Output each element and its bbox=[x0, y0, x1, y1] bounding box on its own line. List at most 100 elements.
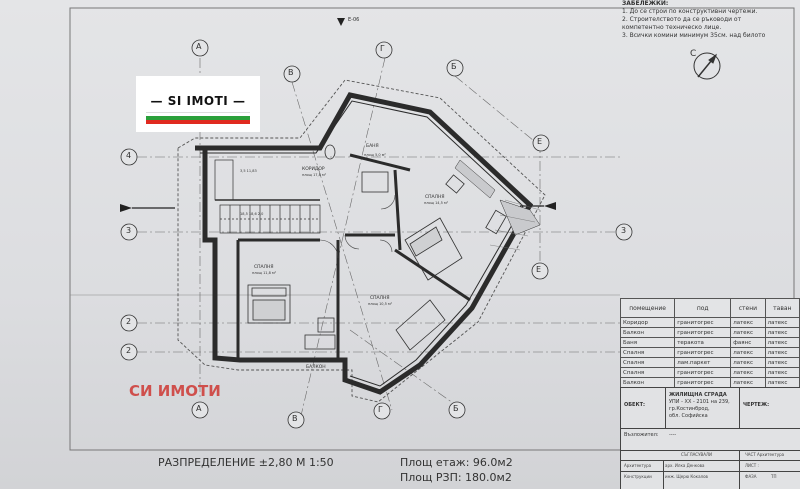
designer-value: инж. Щерю Кокалов bbox=[665, 474, 708, 479]
axis-v bbox=[291, 81, 393, 411]
title-block-rule bbox=[621, 460, 800, 461]
svg-text:площ 14,5 м²: площ 14,5 м² bbox=[424, 201, 449, 205]
bubble-b-bottom bbox=[448, 401, 466, 419]
title-block-object-area bbox=[621, 388, 800, 429]
designer-label: Конструкции bbox=[624, 474, 652, 479]
col-header-walls: стени bbox=[730, 298, 766, 318]
svg-text:C: C bbox=[690, 49, 696, 59]
walls bbox=[195, 92, 534, 395]
cell: латекс bbox=[730, 367, 766, 378]
rzp-area: Площ РЗП: 180.0м2 bbox=[400, 471, 512, 484]
room-label-balcony: БАЛКОН bbox=[306, 365, 326, 370]
axis-label-2a: 2 bbox=[126, 317, 132, 326]
axis-label-4: 4 bbox=[126, 151, 132, 160]
drawing-label: ЧЕРТЕЖ: bbox=[743, 402, 770, 408]
cell: Спалня bbox=[619, 357, 676, 368]
bed-left bbox=[247, 284, 291, 324]
exterior-wall-inner bbox=[200, 100, 524, 387]
axis-label-v-bottom: В bbox=[292, 414, 298, 423]
notes-title: ЗАБЕЛЕЖКИ: bbox=[622, 0, 669, 7]
cell: гранитогрес bbox=[674, 377, 732, 388]
room-label-bath: БАНЯ bbox=[366, 144, 379, 149]
cell: латекс bbox=[764, 367, 800, 378]
cell: Балкон bbox=[619, 377, 676, 388]
flag-stripe-green bbox=[146, 116, 250, 120]
area-notes: площ 5,0 м² площ 17,8 м² площ 14,5 м² пл… bbox=[240, 153, 449, 306]
axis-label-b-top: Б bbox=[451, 62, 457, 71]
note-line: 3. Всички комини минимум 35см. над билот… bbox=[622, 32, 766, 39]
title-block-divider bbox=[663, 460, 664, 489]
axis-label-g-bottom: Г bbox=[378, 405, 383, 414]
furniture bbox=[247, 144, 541, 351]
cell: латекс bbox=[764, 337, 800, 348]
partition-bath-bed bbox=[393, 169, 402, 251]
svg-text:3,5 11,83: 3,5 11,83 bbox=[240, 169, 257, 173]
client-label: Възложител: bbox=[624, 432, 659, 438]
plan-scale-caption: РАЗПРЕДЕЛЕНИЕ ±2,80 М 1:50 bbox=[158, 456, 334, 469]
bathtub bbox=[361, 171, 389, 193]
si-imoti-logo: — SI IMOTI — bbox=[136, 76, 260, 132]
object-line: ЖИЛИЩНА СГРАДА bbox=[669, 392, 727, 398]
axis-label-e-top: Е bbox=[537, 137, 543, 146]
note-line: компетентно техническо лице. bbox=[622, 24, 722, 31]
sheet-label: ЛИСТ : bbox=[745, 463, 759, 468]
phase-label: ФАЗА bbox=[745, 474, 757, 479]
room-label-bedroom-mid: СПАЛНЯ bbox=[370, 296, 390, 301]
bubble-3b bbox=[615, 223, 633, 241]
axis-b-bottom bbox=[349, 329, 461, 409]
bubble-3a bbox=[120, 223, 138, 241]
cell: гранитогрес bbox=[674, 317, 732, 328]
object-line: обл. Софийска bbox=[669, 413, 708, 419]
bubble-a-bottom bbox=[191, 401, 209, 419]
bubble-g-top bbox=[375, 41, 393, 59]
title-block-divider bbox=[739, 388, 740, 428]
svg-text:площ 5,0 м²: площ 5,0 м² bbox=[364, 153, 386, 157]
axis-label-3b: 3 bbox=[621, 226, 627, 235]
title-block: ОБЕКТ: ЖИЛИЩНА СГРАДА УПИ - XX - 2101 на… bbox=[620, 387, 800, 489]
bubble-v-bottom bbox=[287, 411, 305, 429]
svg-text:площ 11,8 м²: площ 11,8 м² bbox=[252, 271, 277, 275]
axis-label-2b: 2 bbox=[126, 346, 132, 355]
table-header-row: помещение под стени таван bbox=[619, 298, 800, 318]
axis-label-v-top: В bbox=[288, 68, 294, 77]
note-line: 1. До се строи по конструктивни чертежи. bbox=[622, 8, 758, 15]
svg-text:18,5 18,6 2,0: 18,5 18,6 2,0 bbox=[240, 212, 263, 216]
cell: латекс bbox=[764, 377, 800, 388]
col-header-ceiling: таван bbox=[764, 298, 800, 318]
phase-value: ТП bbox=[771, 474, 777, 479]
bed-right bbox=[404, 217, 463, 281]
svg-text:площ 10,5 м²: площ 10,5 м² bbox=[368, 302, 393, 306]
axis-label-3a: 3 bbox=[126, 226, 132, 235]
room-label-bedroom-right: СПАЛНЯ bbox=[425, 195, 445, 200]
title-block-rule bbox=[621, 471, 800, 472]
client-value: ---- bbox=[669, 432, 677, 438]
cell: гранитогрес bbox=[674, 367, 732, 378]
elevation-mark: E-06 bbox=[348, 17, 360, 23]
title-block-rule bbox=[621, 450, 800, 451]
cell: теракота bbox=[674, 337, 732, 348]
wc bbox=[324, 144, 336, 160]
cell: гранитогрес bbox=[674, 347, 732, 358]
bed-mid bbox=[395, 299, 446, 351]
cell: Спалня bbox=[619, 367, 676, 378]
logo-text: — SI IMOTI — bbox=[150, 94, 246, 108]
bubble-v-top bbox=[283, 65, 301, 83]
cell: Спалня bbox=[619, 347, 676, 358]
cell: латекс bbox=[730, 317, 766, 328]
axis-label-a-top: A bbox=[196, 42, 202, 51]
cell: гранитогрес bbox=[674, 327, 732, 338]
floor-area: Площ етаж: 96.0м2 bbox=[400, 456, 513, 469]
flag-stripe-white bbox=[146, 112, 250, 117]
axis-bubbles bbox=[120, 39, 633, 429]
bubble-4 bbox=[120, 148, 138, 166]
col-header-floor: под bbox=[674, 298, 732, 318]
cell: лам.паркет bbox=[674, 357, 732, 368]
room-label-bedroom-left: СПАЛНЯ bbox=[254, 265, 274, 270]
bubble-a-top bbox=[191, 39, 209, 57]
axis-label-e-bottom: Е bbox=[536, 265, 542, 274]
